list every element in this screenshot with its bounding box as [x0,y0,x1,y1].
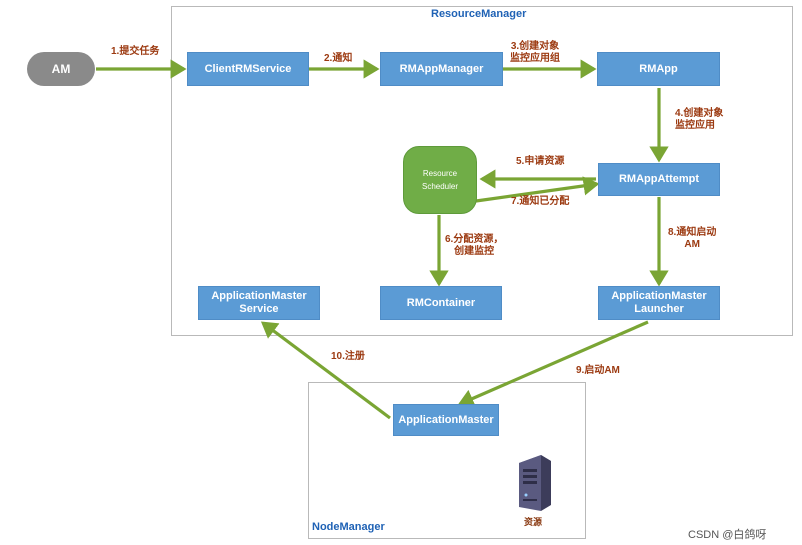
resource-label: 资源 [524,517,543,527]
application-master-service-box: ApplicationMaster Service [198,286,320,320]
step-5-label: 5.申请资源 [516,156,565,167]
client-rm-service-box: ClientRMService [187,52,309,86]
application-master-launcher-box: ApplicationMaster Launcher [598,286,720,320]
step-4-label: 4.创建对象 监控应用 [675,108,724,131]
step-3-label: 3.创建对象 监控应用组 [510,41,560,64]
am-node: AM [27,52,95,86]
arrow-notify-allocated [475,176,600,203]
step-6-label: 6.分配资源， 创建监控 [445,234,504,257]
arrow-start-am [457,320,649,408]
rm-container-box: RMContainer [380,286,502,320]
node-manager-title: NodeManager [312,521,385,533]
arrow-register [260,321,391,420]
resource-scheduler-node: Resource Scheduler [403,146,477,214]
resource-manager-title: ResourceManager [431,8,527,20]
server-icon [519,455,551,511]
rm-app-attempt-box: RMAppAttempt [598,163,720,196]
step-7-label: 7.通知已分配 [511,196,570,207]
step-10-label: 10.注册 [331,351,365,362]
step-9-label: 9.启动AM [576,365,620,376]
watermark: CSDN @白鸽呀 [688,529,767,541]
step-2-label: 2.通知 [324,53,353,64]
rm-app-box: RMApp [597,52,720,86]
step-8-label: 8.通知启动 AM [668,227,717,250]
application-master-box: ApplicationMaster [393,404,499,436]
step-1-label: 1.提交任务 [111,46,160,57]
rm-app-manager-box: RMAppManager [380,52,503,86]
